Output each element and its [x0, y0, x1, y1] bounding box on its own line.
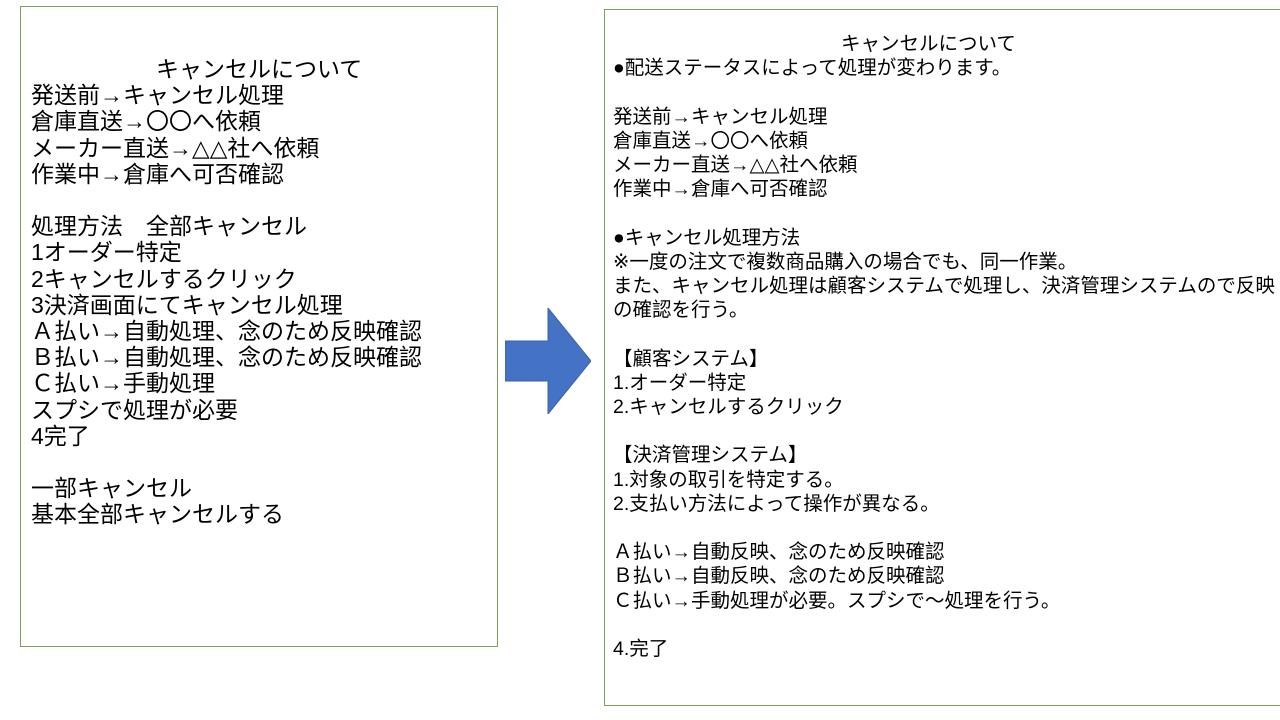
after-title: キャンセルについて	[841, 33, 1016, 55]
after-line: また、キャンセル処理は顧客システムで処理し、決済管理システムので反映の確認を行う…	[613, 275, 1275, 322]
before-line: 基本全部キャンセルする	[31, 501, 284, 528]
before-line: Ｂ払い→自動処理、念のため反映確認	[31, 344, 422, 371]
after-line: 1.オーダー特定	[613, 371, 747, 394]
before-line: 処理方法 全部キャンセル	[31, 213, 307, 240]
arrow-shape	[505, 308, 591, 414]
before-line: 1オーダー特定	[31, 239, 182, 266]
before-line: 2キャンセルするクリック	[31, 265, 297, 292]
after-line	[613, 613, 1278, 637]
before-line: Ｃ払い→手動処理	[31, 370, 215, 397]
before-line: 一部キャンセル	[31, 475, 192, 502]
after-text-content: キャンセルについて●配送ステータスによって処理が変わります。 発送前→キャンセル…	[605, 32, 1280, 661]
after-line: ※一度の注文で複数商品購入の場合でも、同一作業。	[613, 250, 1078, 273]
after-line: Ａ払い→自動反映、念のため反映確認	[613, 541, 945, 564]
before-line	[31, 449, 493, 475]
before-title: キャンセルについて	[156, 56, 363, 82]
after-line: 【顧客システム】	[613, 347, 769, 370]
after-line: ●キャンセル処理方法	[613, 226, 801, 249]
before-line: スプシで処理が必要	[31, 396, 238, 423]
after-line	[613, 322, 1278, 346]
after-line: Ｂ払い→自動反映、念のため反映確認	[613, 565, 945, 588]
before-line: 作業中→倉庫へ可否確認	[31, 160, 284, 187]
after-line: 発送前→キャンセル処理	[613, 105, 828, 128]
after-line: 1.対象の取引を特定する。	[613, 468, 844, 491]
after-line	[613, 80, 1278, 104]
before-line	[31, 187, 493, 213]
after-line: 2.キャンセルするクリック	[613, 396, 844, 419]
before-line: 4完了	[31, 422, 90, 449]
after-line	[613, 201, 1278, 225]
after-line: ●配送ステータスによって処理が変わります。	[613, 57, 1012, 80]
after-line: 倉庫直送→〇〇へ依頼	[613, 129, 809, 152]
after-line: 2.支払い方法によって操作が異なる。	[613, 492, 940, 515]
before-line: 倉庫直送→〇〇へ依頼	[31, 108, 261, 135]
after-line: メーカー直送→△△社へ依頼	[613, 154, 858, 177]
after-line	[613, 419, 1278, 443]
after-line: 作業中→倉庫へ可否確認	[613, 178, 828, 201]
after-line	[613, 516, 1278, 540]
before-text-box[interactable]: キャンセルについて発送前→キャンセル処理倉庫直送→〇〇へ依頼メーカー直送→△△社…	[20, 6, 498, 647]
before-line: 発送前→キャンセル処理	[31, 82, 284, 109]
before-line: Ａ払い→自動処理、念のため反映確認	[31, 318, 422, 345]
after-line: 4.完了	[613, 638, 669, 661]
after-text-box[interactable]: キャンセルについて●配送ステータスによって処理が変わります。 発送前→キャンセル…	[604, 9, 1280, 706]
after-line: Ｃ払い→手動処理が必要。スプシで〜処理を行う。	[613, 589, 1061, 612]
before-text-content: キャンセルについて発送前→キャンセル処理倉庫直送→〇〇へ依頼メーカー直送→△△社…	[21, 56, 497, 528]
after-line: 【決済管理システム】	[613, 444, 808, 467]
before-line: メーカー直送→△△社へ依頼	[31, 134, 320, 161]
before-line: 3決済画面にてキャンセル処理	[31, 291, 343, 318]
right-arrow-icon[interactable]	[505, 308, 591, 414]
